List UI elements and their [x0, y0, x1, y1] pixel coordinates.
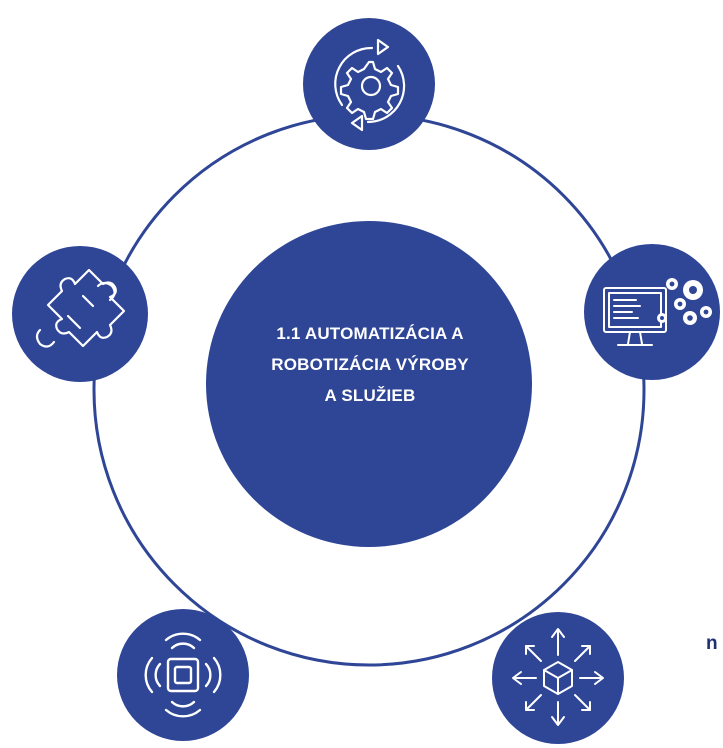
puzzle-icon — [35, 268, 126, 348]
center-title: 1.1 AUTOMATIZÁCIA A ROBOTIZÁCIA VÝROBY A… — [215, 318, 525, 411]
center-hub — [206, 221, 532, 547]
node-bottom-left — [117, 609, 249, 741]
sensor-signal-icon — [144, 632, 222, 718]
node-left — [12, 246, 148, 382]
gear-cycle-icon — [334, 38, 406, 132]
node-right — [584, 244, 720, 380]
node-bottom-right — [492, 612, 624, 744]
center-title-line-3: A SLUŽIEB — [324, 386, 416, 405]
computer-gears-icon — [603, 287, 667, 346]
center-title-line-1: 1.1 AUTOMATIZÁCIA A — [276, 324, 464, 343]
box-arrows-icon — [512, 628, 604, 726]
node-top — [303, 18, 435, 150]
side-text-fragment: n — [706, 633, 718, 654]
center-title-line-2: ROBOTIZÁCIA VÝROBY — [271, 355, 469, 374]
